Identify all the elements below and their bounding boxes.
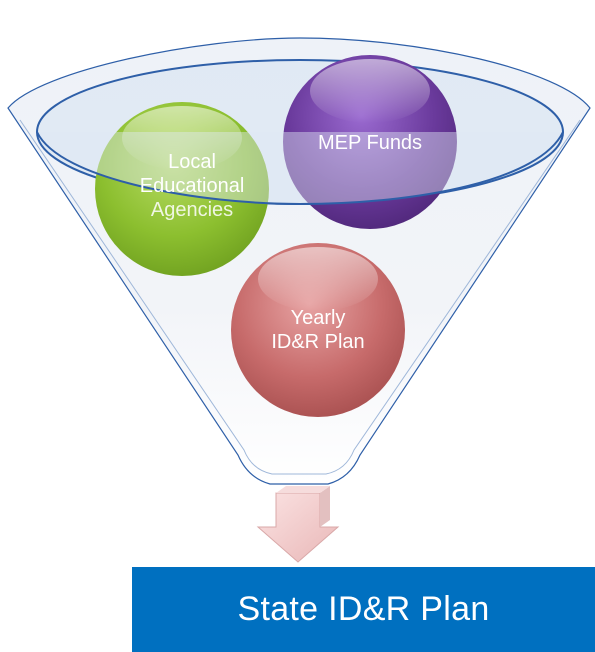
- down-arrow-icon: [256, 486, 340, 563]
- output-label: State ID&R Plan: [237, 590, 490, 628]
- funnel-rim-front: [36, 131, 564, 206]
- label-yearly-plan: Yearly ID&R Plan: [258, 306, 378, 354]
- output-box: State ID&R Plan: [132, 567, 595, 652]
- label-lea-line1: Local: [168, 151, 216, 173]
- label-lea: Local Educational Agencies: [122, 150, 262, 222]
- input-circle-mep-funds: [283, 55, 457, 229]
- funnel-inner-line: [19, 119, 581, 475]
- label-lea-line2: Educational: [139, 175, 245, 197]
- label-lea-line3: Agencies: [150, 199, 234, 221]
- label-yearly-line1: Yearly: [290, 307, 346, 329]
- label-mep-funds-line1: MEP Funds: [317, 132, 423, 154]
- input-circle-yearly-plan: [231, 243, 405, 417]
- label-mep-funds: MEP Funds: [310, 131, 430, 155]
- label-yearly-line2: ID&R Plan: [271, 331, 365, 353]
- input-circle-lea: [95, 102, 269, 276]
